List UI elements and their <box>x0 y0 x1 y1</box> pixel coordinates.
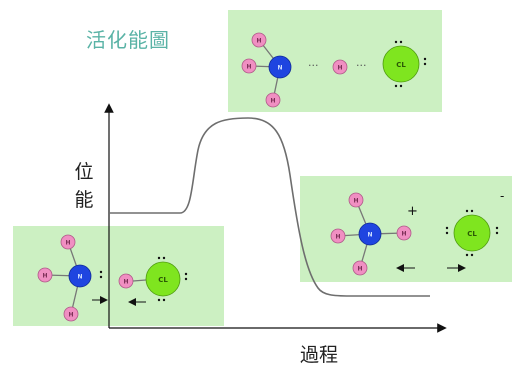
nitrogen-atom: N <box>68 264 92 288</box>
hydrogen-atom: H <box>241 58 257 74</box>
hydrogen-atom: H <box>37 267 53 283</box>
hydrogen-atom: H <box>348 192 364 208</box>
hydrogen-atom: H <box>396 225 412 241</box>
transition-state-molecules: H H H N ··· H ··· CL <box>241 32 427 108</box>
svg-text:H: H <box>65 240 70 247</box>
lone-pair-dots <box>99 270 103 279</box>
svg-text:H: H <box>270 98 275 105</box>
svg-text:H: H <box>246 64 251 71</box>
hydrogen-atom: H <box>60 234 76 250</box>
svg-text:CL: CL <box>396 61 406 69</box>
svg-text:H: H <box>337 65 342 72</box>
lone-pair-dots <box>445 209 499 257</box>
svg-text:H: H <box>68 312 73 319</box>
hydrogen-atom: H <box>251 32 267 48</box>
svg-text:H: H <box>42 273 47 280</box>
svg-text:H: H <box>401 231 406 238</box>
reactants-molecules: H H H N H CL <box>37 234 188 322</box>
nitrogen-atom: N <box>268 55 292 79</box>
hydrogen-atom: H <box>332 59 348 75</box>
svg-text:H: H <box>353 198 358 205</box>
lone-pair-dots <box>157 256 188 302</box>
hydrogen-atom: H <box>63 306 79 322</box>
svg-text:CL: CL <box>158 276 168 284</box>
hydrogen-atom: H <box>352 260 368 276</box>
chlorine-atom: CL <box>382 45 420 83</box>
positive-charge: + <box>407 204 418 219</box>
svg-text:H: H <box>256 38 261 45</box>
svg-text:H: H <box>357 266 362 273</box>
svg-text:N: N <box>367 232 372 239</box>
hydrogen-atom: H <box>118 273 134 289</box>
energy-curve <box>109 117 430 297</box>
y-axis-label: 位能 <box>74 161 94 211</box>
svg-text:N: N <box>77 274 82 281</box>
svg-text:N: N <box>277 65 282 72</box>
chlorine-atom: CL <box>453 214 491 252</box>
chlorine-atom: CL <box>145 261 181 297</box>
x-axis-label: 過程 <box>300 344 339 366</box>
negative-charge: - <box>500 189 504 203</box>
hydrogen-atom: H <box>265 92 281 108</box>
svg-text:H: H <box>335 234 340 241</box>
diagram-title: 活化能圖 <box>86 28 170 52</box>
hydrogen-atom: H <box>330 228 346 244</box>
svg-text:CL: CL <box>467 230 477 238</box>
partial-bond-dots: ··· <box>356 59 367 72</box>
lone-pair-dots <box>394 40 427 88</box>
products-molecules: H H H H N + CL - <box>330 189 504 276</box>
nitrogen-atom: N <box>358 222 382 246</box>
svg-text:H: H <box>123 279 128 286</box>
partial-bond-dots: ··· <box>308 59 319 72</box>
